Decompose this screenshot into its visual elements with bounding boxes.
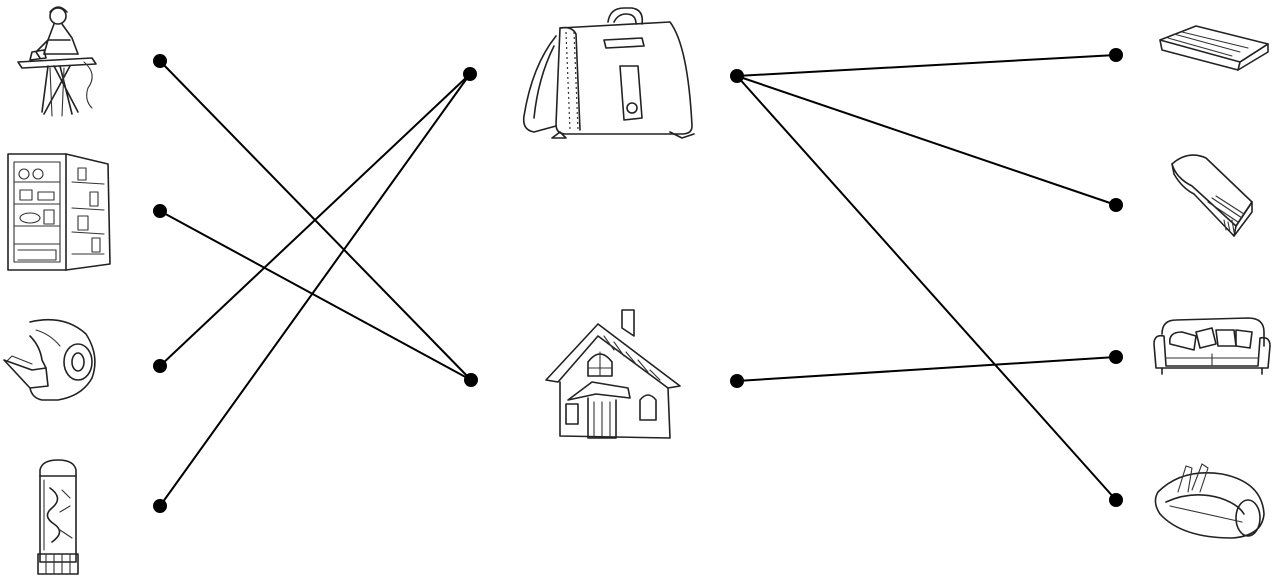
connection-dot-house-left[interactable] <box>464 373 478 387</box>
tape-dispenser-icon <box>2 316 100 404</box>
pencil-case-icon <box>1152 462 1268 542</box>
house-icon <box>544 306 684 442</box>
connection-dot-tape[interactable] <box>153 359 167 373</box>
woman-ironing-icon <box>14 4 104 120</box>
connection-dot-schoolbag-right[interactable] <box>730 69 744 83</box>
open-fridge-icon <box>6 152 114 274</box>
connection-line-house-sofa <box>736 356 1117 382</box>
schoolbag-icon <box>520 6 700 142</box>
connection-line-glue-schoolbag <box>159 73 471 507</box>
connection-dot-eraser[interactable] <box>1109 48 1123 62</box>
connection-dot-fridge[interactable] <box>153 204 167 218</box>
connection-line-schoolbag-book <box>736 75 1117 206</box>
connection-line-schoolbag-pencil_case <box>736 75 1117 501</box>
eraser-icon <box>1156 24 1272 72</box>
connection-dot-book[interactable] <box>1109 198 1123 212</box>
sofa-icon <box>1152 314 1272 378</box>
glue-stick-icon <box>30 458 86 576</box>
connection-line-fridge-house <box>159 210 472 381</box>
connection-dot-ironing[interactable] <box>153 54 167 68</box>
book-icon <box>1168 152 1256 242</box>
connection-line-ironing-house <box>159 60 472 381</box>
connection-dot-glue[interactable] <box>153 499 167 513</box>
connection-dot-pencil-case[interactable] <box>1109 493 1123 507</box>
connection-line-schoolbag-eraser <box>736 54 1117 77</box>
connection-dot-house-right[interactable] <box>730 374 744 388</box>
connection-line-tape-schoolbag <box>159 73 471 367</box>
connection-dot-schoolbag-left[interactable] <box>463 67 477 81</box>
connection-dot-sofa[interactable] <box>1109 350 1123 364</box>
